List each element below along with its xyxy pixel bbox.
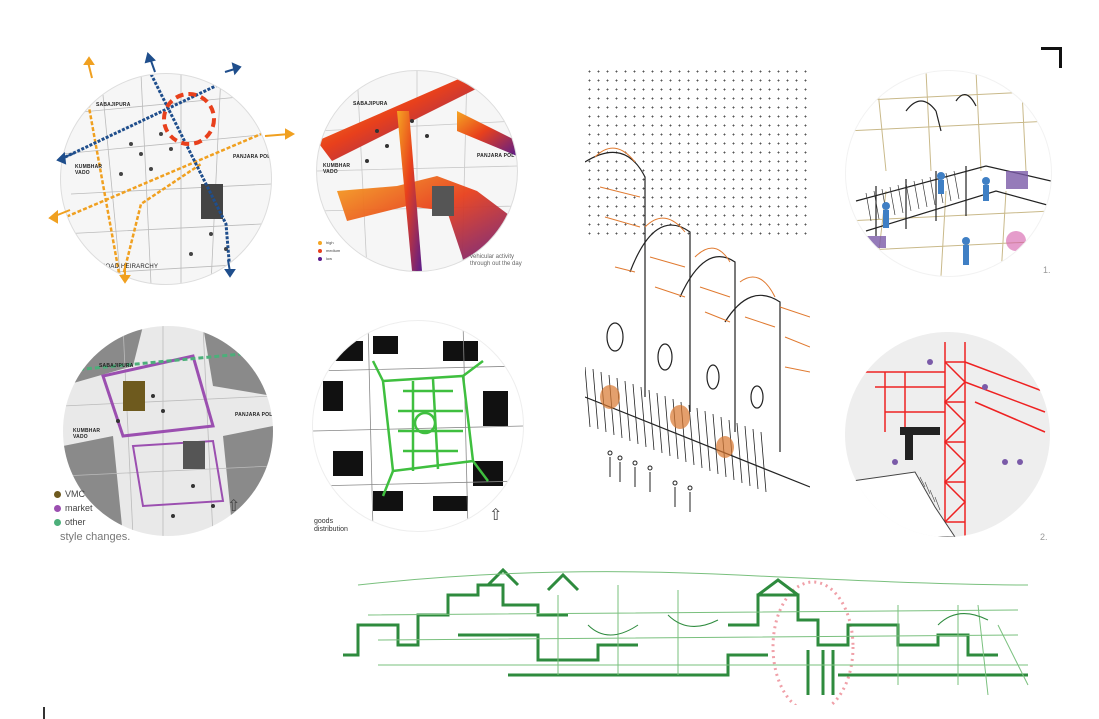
legend-item-vmc: VMC (54, 489, 85, 499)
arcade-perspective-sketch (585, 67, 810, 522)
vmc-swatch (54, 490, 61, 498)
corner-tick (43, 707, 45, 719)
sketch-number: 2. (1040, 532, 1048, 542)
legend-item-low: low (318, 256, 332, 261)
district-label-east: PANJARA POL (235, 412, 273, 418)
district-label-north: SABAJIPURA (353, 101, 388, 107)
district-label-west: KUMBHAR VADO (75, 164, 103, 176)
district-label-east: PANJARA POL (477, 153, 515, 159)
map-caption: ROAD HEIRARCHY (101, 264, 159, 270)
district-label-west: KUMBHAR VADO (73, 428, 101, 440)
corner-bracket-icon (1041, 47, 1062, 68)
vehicular-activity-map: SABAJIPURA PANJARA POL KUMBHAR VADO (316, 70, 518, 272)
district-label-north: SABAJIPURA (96, 102, 131, 108)
goods-distribution-map (312, 320, 524, 532)
map-caption: goods distribution (314, 518, 348, 533)
road-hierarchy-map: SABAJIPURA PANJARA POL KUMBHAR VADO ROAD… (60, 73, 272, 285)
legend-item-high: high (318, 240, 334, 245)
long-section-sketch (338, 565, 1035, 705)
sketch-number: 1. (1043, 265, 1051, 275)
north-arrow-icon: ⇧ (227, 498, 241, 515)
legend-item-market: market (54, 503, 93, 513)
district-label-north: SABAJIPURA (99, 363, 134, 369)
north-arrow-icon: ⇧ (489, 507, 503, 524)
legend-item-medium: medium (318, 248, 340, 253)
district-label-east: PANJARA POL (233, 154, 271, 160)
map-caption: vehicular activity through out the day (470, 254, 522, 267)
legend-item-other: other (54, 517, 86, 527)
other-swatch (54, 518, 61, 526)
district-label-west: KUMBHAR VADO (323, 163, 351, 175)
section-detail-sketch (845, 332, 1050, 537)
market-stall-sketch (845, 70, 1052, 277)
market-swatch (54, 504, 61, 512)
map-caption: style changes. (60, 531, 131, 543)
style-changes-map: SABAJIPURA PANJARA POL KUMBHAR VADO (63, 326, 273, 536)
